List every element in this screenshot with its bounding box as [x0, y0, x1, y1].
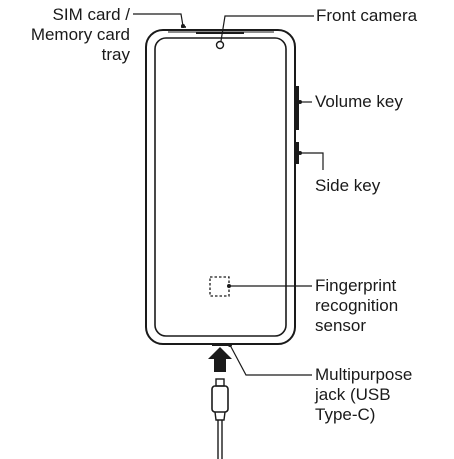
volume-key-label-line-1: Volume key [315, 92, 403, 111]
sim-tray-leader [133, 13, 184, 27]
volume-key-dot [298, 100, 302, 104]
fingerprint-sensor [209, 276, 230, 297]
volume-key [295, 86, 299, 130]
insert-arrow [208, 347, 232, 372]
sim-tray-dot [181, 24, 185, 28]
fingerprint-label-line-3: sensor [315, 316, 367, 335]
front-camera-leader [220, 15, 314, 42]
side-key-label-line-1: Side key [315, 176, 381, 195]
phone-screen [154, 37, 287, 337]
fingerprint-label-line-2: recognition [315, 296, 399, 315]
jack-label-line-2: jack (USB [315, 385, 391, 404]
usb-c-plug-tip [215, 378, 225, 387]
volume-key-label: Volume key [315, 92, 403, 112]
side-key [295, 142, 299, 164]
sim-tray-label-line-2: Memory card [30, 25, 130, 44]
fingerprint-label-line-1: Fingerprint [315, 276, 397, 295]
usb-c-strain-relief [214, 411, 226, 421]
sim-tray-label-line-3: tray [101, 45, 130, 64]
fingerprint-dot [227, 284, 231, 288]
usb-c-plug-body [211, 385, 229, 413]
fingerprint-label: Fingerprint recognition sensor [315, 276, 398, 336]
jack-dot [228, 343, 232, 347]
side-key-dot [298, 151, 302, 155]
sim-tray-label-line-1: SIM card / [52, 5, 130, 24]
sim-tray-label: SIM card / Memory card tray [6, 5, 130, 65]
multipurpose-jack-label: Multipurpose jack (USB Type-C) [315, 365, 412, 425]
front-camera-label-line-1: Front camera [316, 6, 418, 25]
phone-body [145, 29, 296, 345]
jack-label-line-3: Type-C) [315, 405, 376, 424]
jack-leader [229, 344, 312, 376]
side-key-label: Side key [315, 176, 380, 196]
front-camera [215, 40, 225, 50]
jack-label-line-1: Multipurpose [315, 365, 413, 384]
side-key-leader [300, 152, 324, 170]
front-camera-label: Front camera [316, 6, 417, 26]
